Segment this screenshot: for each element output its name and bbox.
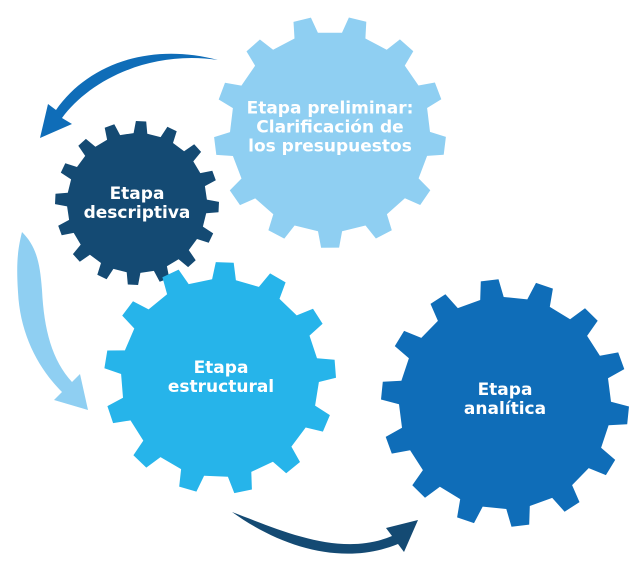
label-descriptiva-line-2: descriptiva <box>83 203 191 223</box>
label-analitica-line-1: Etapa <box>477 379 533 400</box>
arrow-estructural-to-analitica <box>232 512 418 554</box>
label-preliminar-line-3: los presupuestos <box>248 136 412 157</box>
label-estructural-line-2: estructural <box>167 377 275 397</box>
arrow-preliminar-to-descriptiva <box>40 53 218 138</box>
arrow-descriptiva-to-estructural <box>17 232 88 410</box>
gear-estructural <box>104 262 337 494</box>
gear-analitica <box>381 279 629 527</box>
label-estructural: Etapa estructural <box>167 357 275 397</box>
label-descriptiva: Etapa descriptiva <box>83 183 191 223</box>
label-preliminar-line-1: Etapa preliminar: <box>246 98 414 119</box>
gear-descriptiva <box>55 121 219 285</box>
label-preliminar-line-2: Clarificación de <box>256 117 404 138</box>
gear-preliminar <box>214 17 446 248</box>
label-analitica: Etapa analítica <box>463 379 547 419</box>
label-descriptiva-line-1: Etapa <box>109 183 165 204</box>
label-estructural-line-1: Etapa <box>193 357 249 378</box>
label-analitica-line-2: analítica <box>463 399 547 419</box>
label-preliminar: Etapa preliminar: Clarificación de los p… <box>247 99 414 156</box>
